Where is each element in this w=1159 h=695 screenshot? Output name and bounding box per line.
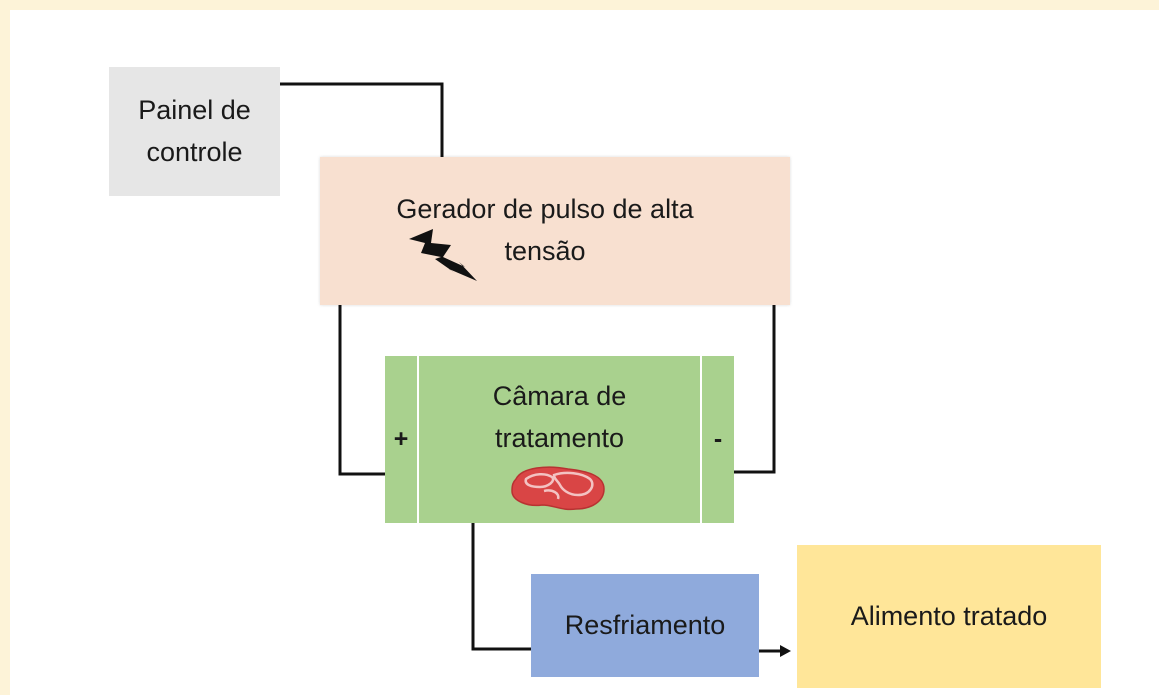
positive-sign: + xyxy=(393,425,409,453)
generator-label-line2: tensão xyxy=(504,235,586,266)
control-panel-box: Painel de controle xyxy=(109,67,280,196)
connection-wires xyxy=(280,82,791,657)
chamber-label-line1: Câmara de xyxy=(492,381,627,411)
generator-box: Gerador de pulso de alta tensão xyxy=(320,157,790,305)
cooling-label: Resfriamento xyxy=(564,610,726,640)
control-panel-label-line2: controle xyxy=(146,136,243,167)
diagram-canvas: Painel de controle Gerador de pulso de a… xyxy=(10,10,1159,695)
treatment-chamber-box: + Câmara de tratamento - xyxy=(385,356,734,523)
wire-generator-positive xyxy=(338,305,385,476)
chamber-label-line2: tratamento xyxy=(494,422,625,453)
chamber-label: Câmara de tratamento xyxy=(421,376,698,460)
treated-food-box: Alimento tratado xyxy=(797,545,1101,688)
negative-sign: - xyxy=(713,425,723,453)
generator-label: Gerador de pulso de alta tensão xyxy=(356,189,734,273)
wire-generator-negative xyxy=(734,305,776,474)
negative-electrode: - xyxy=(700,356,734,523)
meat-steak-icon xyxy=(511,466,605,511)
treated-food-label: Alimento tratado xyxy=(850,601,1048,631)
positive-electrode: + xyxy=(385,356,419,523)
generator-label-line1: Gerador de pulso de alta xyxy=(396,194,694,224)
wire-panel-generator xyxy=(280,82,444,157)
lightning-bolt-icon xyxy=(409,229,477,281)
wire-chamber-cooling xyxy=(471,523,531,651)
cooling-box: Resfriamento xyxy=(531,574,759,677)
arrowhead-icon xyxy=(780,645,791,657)
control-panel-label-line1: Painel de xyxy=(138,94,251,125)
